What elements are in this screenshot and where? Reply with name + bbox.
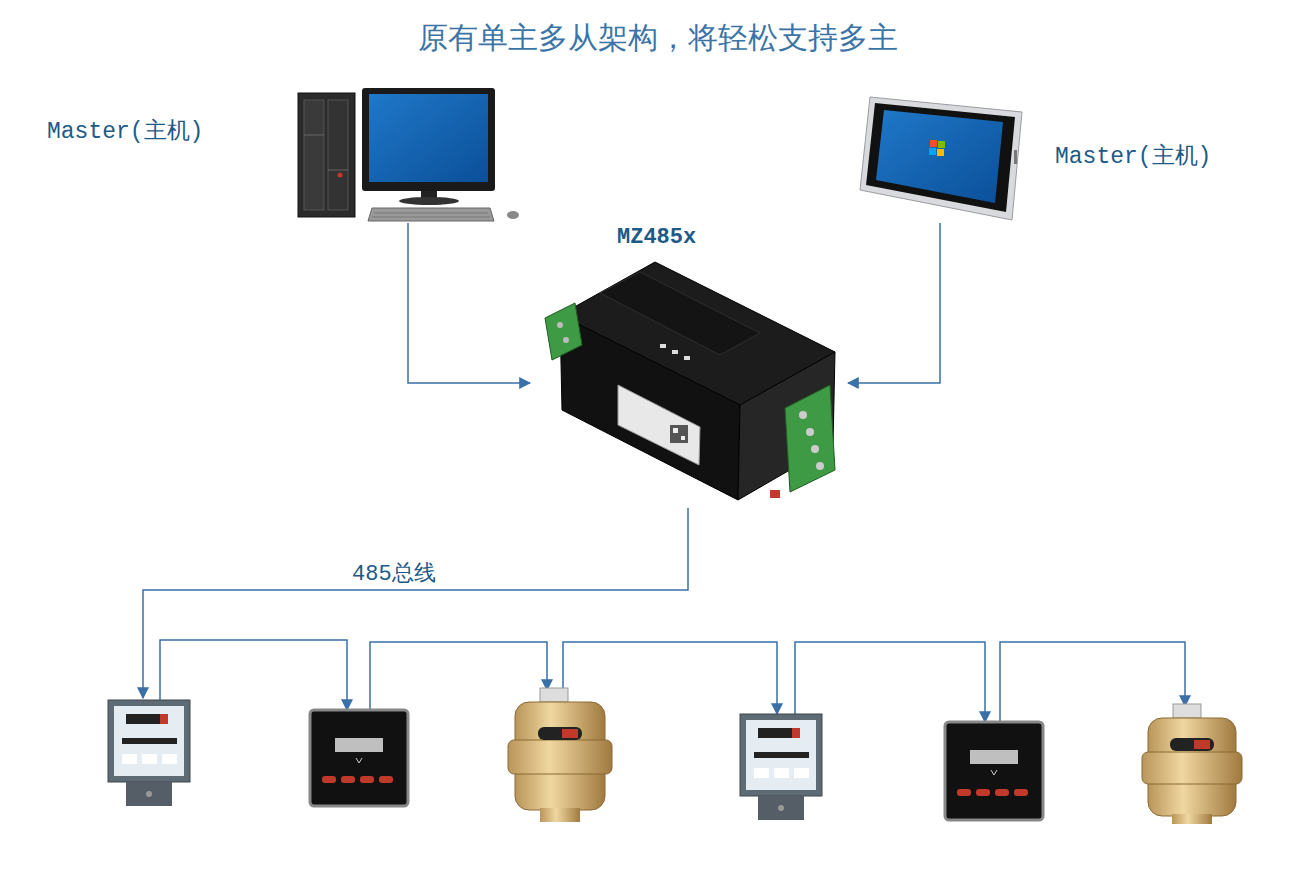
water-meter — [508, 688, 612, 822]
host-label: Master(主机) — [1055, 140, 1211, 171]
master-host: Master(主机) — [855, 95, 1270, 223]
master-host: Master(主机) — [40, 85, 526, 223]
desktop-pc — [298, 88, 519, 221]
converter-module: MZ485x — [530, 225, 848, 505]
electric-meter — [740, 714, 822, 820]
bus-label: 485总线 — [352, 558, 436, 588]
diagram-title: 原有单主多从架构，将轻松支持多主 — [0, 18, 1316, 59]
tablet — [860, 97, 1022, 220]
connector-arrow — [408, 223, 530, 383]
panel-meter — [945, 722, 1043, 820]
host-label: Master(主机) — [47, 115, 203, 146]
device-name: MZ485x — [617, 225, 696, 250]
rs485-module — [545, 262, 835, 500]
water-meter — [1142, 704, 1242, 824]
panel-meter — [310, 710, 408, 806]
connector-arrow — [848, 223, 940, 383]
bus-wiring — [143, 508, 1185, 722]
electric-meter — [108, 700, 190, 806]
